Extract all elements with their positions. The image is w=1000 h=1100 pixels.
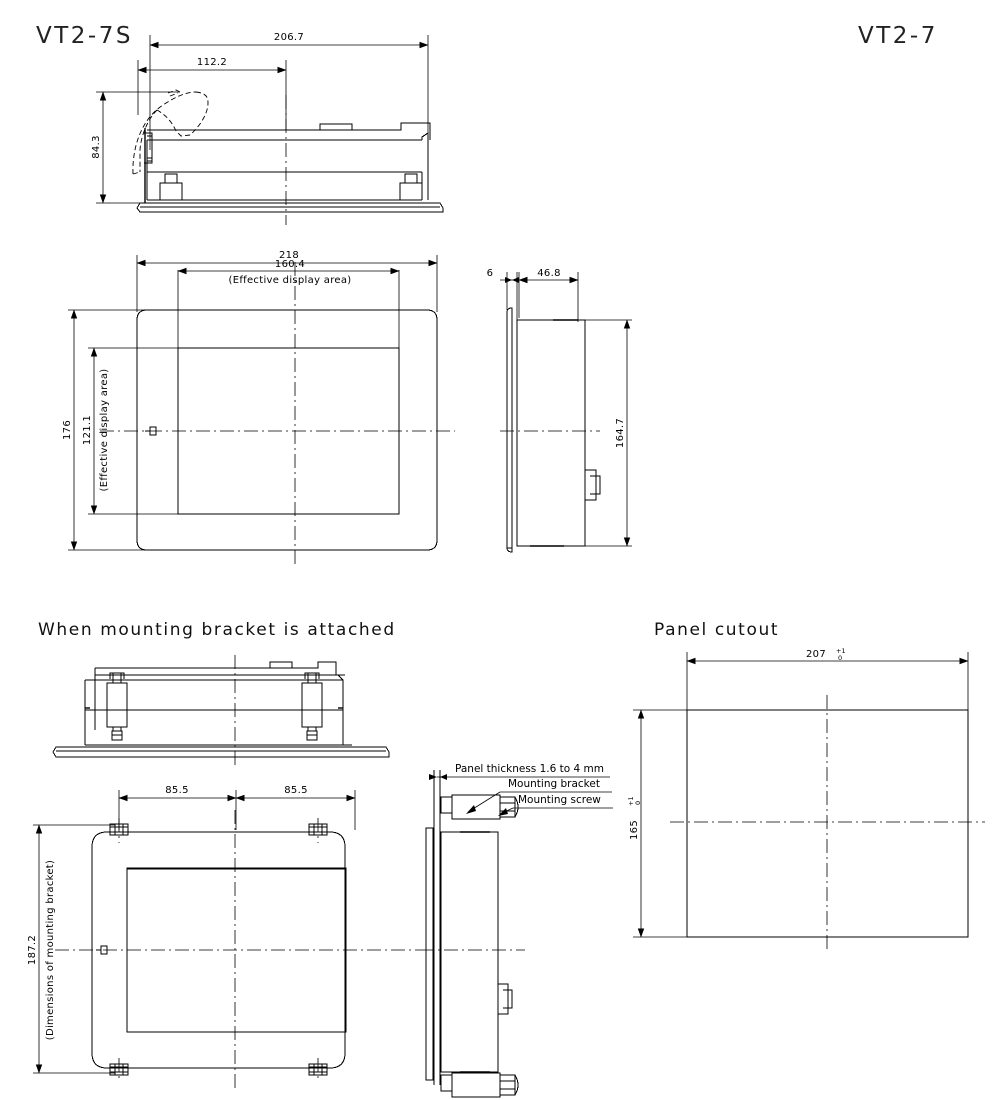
bracket-bottom-hardware [440,1072,519,1098]
dim-187-2: 187.2 (Dimensions of mounting bracket) [27,824,115,1074]
bracket-front-outline [91,831,346,1069]
note-mounting-screw: Mounting screw [498,794,613,816]
dim-176: 176 [62,309,180,551]
dim-label-176: 176 [62,420,73,440]
dim-label-46-8: 46.8 [537,268,560,279]
open-cover-outline [132,89,209,175]
view-panel-cutout: 207 +1 0 165 +1 0 [627,647,985,952]
dim-46-8: 46.8 [518,268,579,322]
view-bracket-side-right: Panel thickness 1.6 to 4 mm Mounting bra… [420,763,613,1098]
dim-tol-165-upper: +1 [627,796,635,806]
mounting-feet-side [159,173,423,200]
view-bracket-side-top [52,655,390,765]
bezel-plate-side [136,202,444,213]
section-title-cutout: Panel cutout [654,620,779,640]
dim-160-4: 160.4 (Effective display area) [177,259,400,350]
note-panel-thickness: Panel thickness 1.6 to 4 mm [429,763,610,780]
bracket-side-bezel [425,827,434,1081]
dim-label-6: 6 [487,268,494,279]
dim-label-218: 218 [279,250,299,261]
unit-body-side [146,122,431,201]
dim-label-85-5-right: 85.5 [284,785,307,796]
dim-85-5-right: 85.5 [235,785,356,830]
datum-symbol-bracket-front [96,945,108,955]
dim-85-5-left: 85.5 [118,785,237,830]
hinge-block-side [144,132,153,164]
dim-label-164-7: 164.7 [615,418,626,448]
dim-label-206-7: 206.7 [274,32,304,43]
dim-218: 218 [136,250,438,312]
dim-label-187-2: 187.2 [27,935,38,965]
dim-label-165: 165 [629,820,640,840]
dim-165: 165 +1 0 [627,709,690,938]
bracket-top-hardware [440,794,519,820]
note-label-mounting-bracket: Mounting bracket [508,778,600,790]
panel-cutout-rect [686,709,969,938]
dim-112-2 [137,60,287,130]
dim-121-1: 121.1 (Effective display area) [82,347,182,515]
dim-206-7 [149,35,429,200]
dim-label-121-1-note: (Effective display area) [99,369,110,492]
dim-label-207: 207 [806,649,826,660]
dim-164-7: 164.7 [585,319,632,547]
dim-tol-165-lower: 0 [634,801,642,805]
bracket-arm-left [106,672,128,741]
page-title-left: VT2-7S [36,23,133,49]
note-mounting-bracket: Mounting bracket [466,778,612,814]
section-title-bracket: When mounting bracket is attached [38,620,396,640]
bracket-arm-right [301,672,323,741]
note-label-panel-thickness: Panel thickness 1.6 to 4 mm [455,763,604,775]
dim-6: 6 [487,268,524,320]
view-side-right: 6 46.8 164.7 [487,268,632,553]
bracket-side-connector [498,983,509,1015]
view-front: 218 160.4 (Effective display area) 176 [62,250,455,568]
front-outline [136,309,438,551]
dim-label-112-2: 112.2 [197,57,227,68]
bracket-side-body [440,831,499,1073]
dim-label-85-5-left: 85.5 [165,785,188,796]
datum-symbol-front [145,426,157,436]
dim-tol-207-lower: 0 [838,654,842,662]
dim-label-160-4: 160.4 [275,259,305,270]
dim-label-84-3: 84.3 [91,135,102,158]
dim-label-160-4-note: (Effective display area) [229,275,352,286]
dim-label-121-1: 121.1 [82,415,93,445]
dim-207: 207 +1 0 [686,647,969,712]
note-label-mounting-screw: Mounting screw [518,794,601,806]
view-bracket-front: 85.5 85.5 187.2 (Dimensions of mounting … [27,785,420,1090]
dim-label-187-2-note: (Dimensions of mounting bracket) [45,860,56,1040]
page-title-right: VT2-7 [858,23,938,49]
side-right-bezel [506,307,513,553]
side-right-body [516,319,586,547]
dim-tol-207-upper: +1 [836,647,846,655]
view-side-top: 206.7 112.2 84.3 [91,32,444,225]
side-right-connector [585,469,597,501]
dim-84-3 [96,91,180,204]
